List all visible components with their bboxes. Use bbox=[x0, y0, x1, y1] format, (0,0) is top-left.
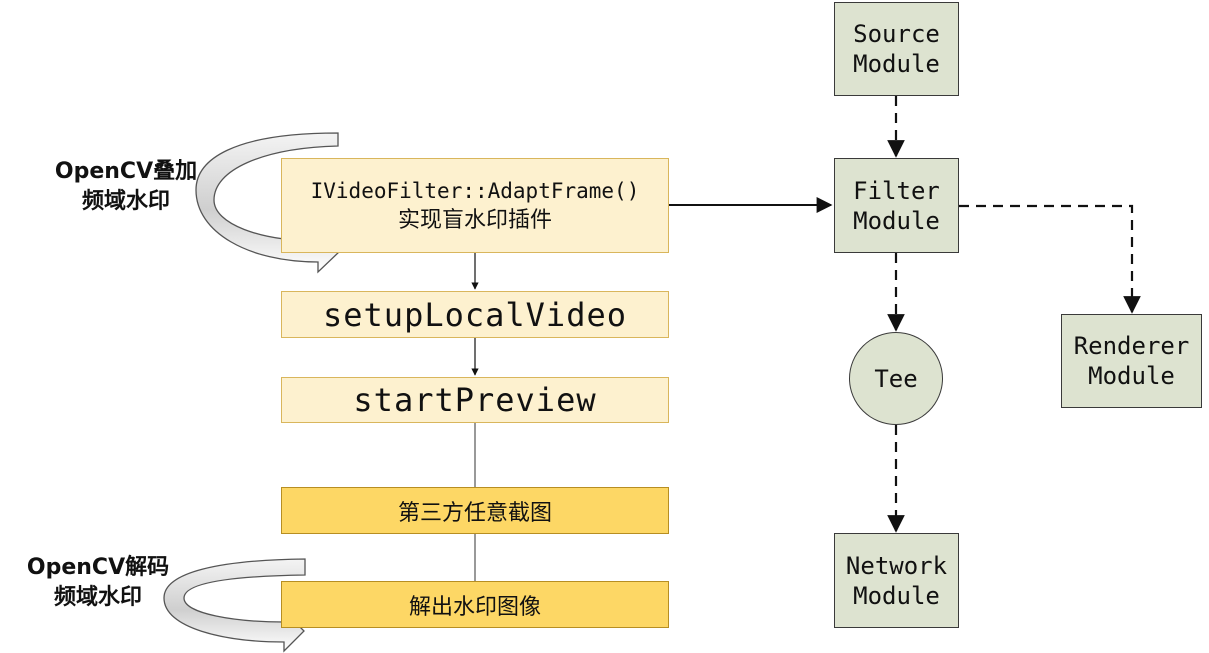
filter-module-line2: Module bbox=[853, 206, 940, 235]
adapt-frame-box: IVideoFilter::AdaptFrame() 实现盲水印插件 bbox=[281, 158, 669, 253]
overlay-watermark-label: OpenCV叠加 频域水印 bbox=[38, 157, 214, 217]
extract-watermark-box: 解出水印图像 bbox=[281, 581, 669, 628]
arrow-filter-to-renderer bbox=[959, 204, 1141, 314]
decode-watermark-label: OpenCV解码 频域水印 bbox=[10, 553, 186, 613]
renderer-module-box: Renderer Module bbox=[1061, 314, 1202, 408]
network-module-box: Network Module bbox=[834, 533, 959, 628]
third-party-screenshot-box: 第三方任意截图 bbox=[281, 487, 669, 534]
network-module-line2: Module bbox=[853, 581, 940, 610]
renderer-module-line1: Renderer bbox=[1073, 332, 1190, 360]
start-preview-box: startPreview bbox=[281, 377, 669, 423]
decode-label-line2: 频域水印 bbox=[53, 585, 142, 610]
tee-node: Tee bbox=[849, 332, 943, 425]
overlay-label-line2: 频域水印 bbox=[81, 189, 170, 214]
source-module-line1: Source bbox=[853, 20, 940, 48]
network-module-line1: Network bbox=[845, 551, 948, 580]
source-module-line2: Module bbox=[853, 50, 940, 78]
overlay-curl-arrow bbox=[195, 132, 341, 274]
decode-curl-arrow bbox=[163, 558, 306, 653]
adapt-frame-line2: 实现盲水印插件 bbox=[397, 207, 552, 233]
decode-label-line1: OpenCV解码 bbox=[26, 555, 170, 580]
filter-module-box: Filter Module bbox=[834, 158, 959, 253]
adapt-frame-line1: IVideoFilter::AdaptFrame() bbox=[310, 178, 640, 203]
overlay-label-line1: OpenCV叠加 bbox=[54, 159, 198, 184]
source-module-box: Source Module bbox=[834, 2, 959, 96]
filter-module-line1: Filter bbox=[853, 176, 940, 205]
setup-local-video-box: setupLocalVideo bbox=[281, 291, 669, 338]
renderer-module-line2: Module bbox=[1088, 362, 1175, 390]
